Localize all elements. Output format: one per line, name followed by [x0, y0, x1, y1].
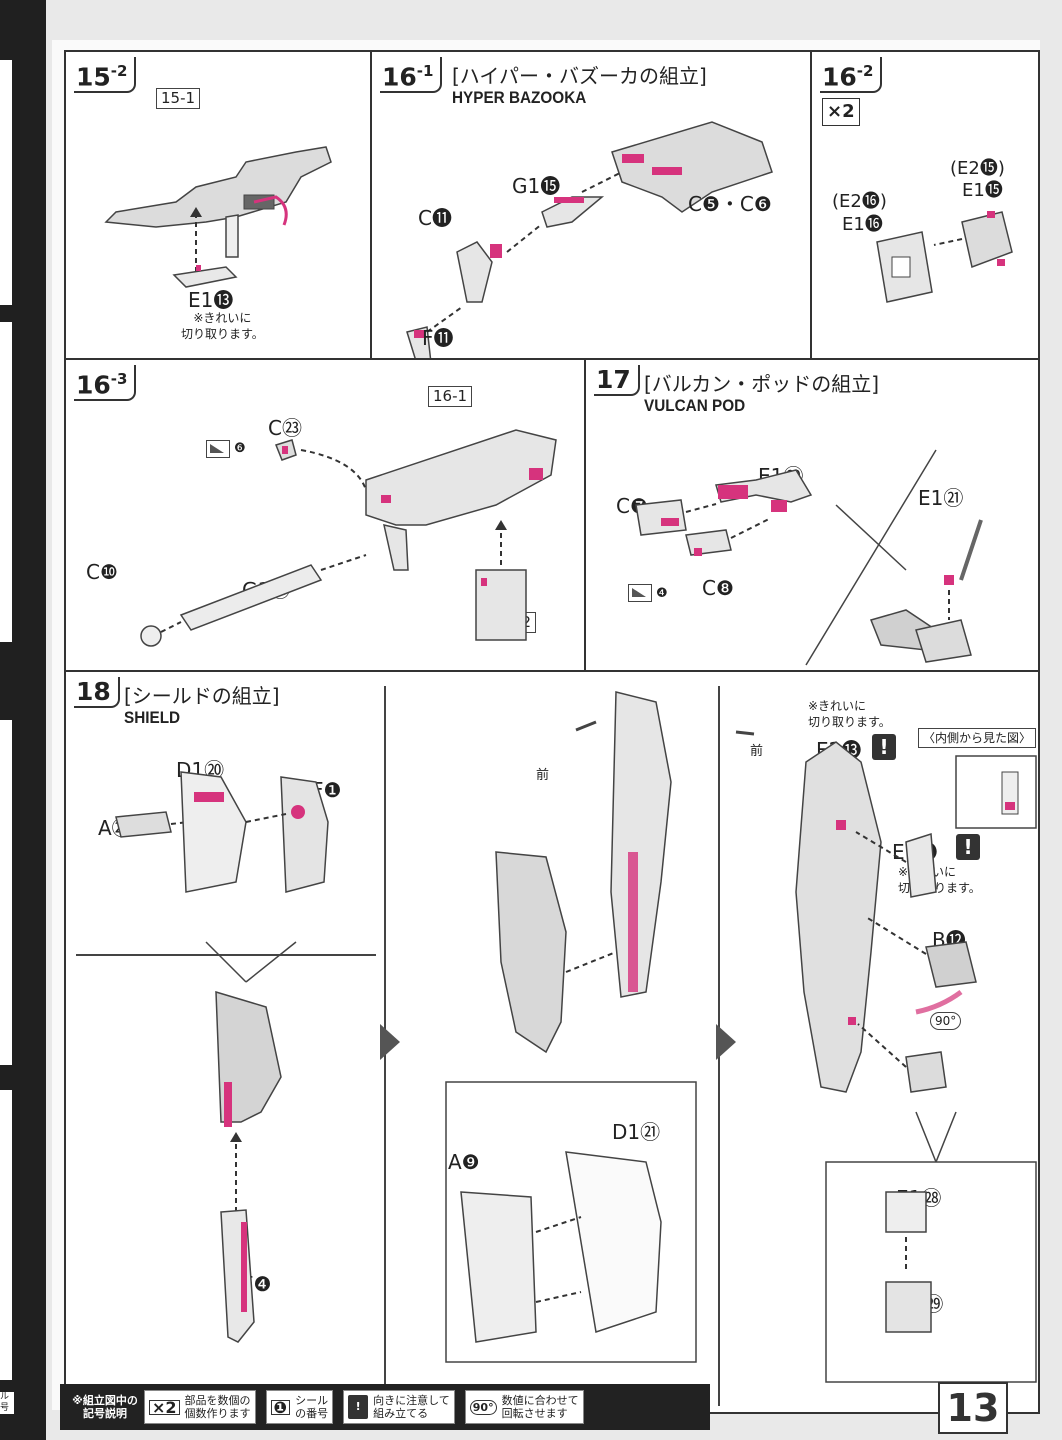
part-label: (E2⓯) — [950, 158, 1005, 179]
shield-assembly-illustration — [735, 730, 1037, 1383]
sticker-icon — [206, 440, 230, 458]
part-label: E1⓭ — [188, 288, 234, 312]
part-label: (E2⓰) — [832, 191, 887, 212]
step-title-en: VULCAN POD — [644, 396, 746, 415]
part-label: E1⓯ — [962, 180, 1003, 201]
front-indicator: 前 — [750, 744, 764, 759]
legend-box: !向きに注意して 組み立てる — [343, 1390, 455, 1424]
legend-text: 部品を数個の 個数作ります — [184, 1394, 251, 1420]
cutting-note: ※きれいに 切り取ります。 — [181, 311, 264, 341]
prev-page-edge — [0, 322, 12, 642]
legend-item: !向きに注意して 組み立てる — [343, 1390, 455, 1424]
part-label: A❾ — [448, 1150, 480, 1174]
part-label: C㉓ — [268, 416, 302, 440]
step-16-1-panel: 16-1 [ハイパー・バズーカの組立] HYPER BAZOOKA G1⓯ C⓫… — [370, 50, 812, 375]
part-label: F⓫ — [422, 326, 454, 350]
legend-text: 数値に合わせて 回転させます — [501, 1394, 579, 1420]
cutting-note: ※きれいに 切り取ります。 — [808, 699, 891, 729]
sticker-number: ❹ — [656, 586, 668, 601]
make-two-icon: ×2 — [149, 1399, 180, 1415]
reference-tag: 16-1 — [428, 386, 473, 407]
step-16-3-panel: 16-3 16-1 16-2 ❻ C㉓ C❿ G1㉓ — [64, 358, 586, 672]
next-step-arrow — [716, 1024, 736, 1060]
manual-page: 15-2 15-1 E1⓭ ※きれいに 切り取ります。 16-1 [ハイパー・バ… — [52, 40, 1040, 1414]
caution-icon: ! — [872, 734, 896, 760]
part-label: C❺・C❻ — [688, 192, 772, 216]
step-18-panel: 18 [シールドの組立] SHIELD D1⑳ F❶ A㉒ F❹ — [64, 670, 1040, 1414]
section-divider — [76, 954, 376, 956]
reference-tag: 15-1 — [156, 88, 201, 109]
inside-view-label: 〈内側から見た図〉 — [918, 728, 1037, 748]
caution-icon: ! — [956, 834, 980, 860]
vulcan-pod-illustration — [635, 449, 983, 666]
sticker-icon — [628, 584, 652, 602]
bazooka-assembly-illustration — [140, 429, 557, 647]
step-number: 16-2 — [820, 57, 883, 94]
shield-back-illustration — [445, 691, 697, 1363]
step-title-ja: [ハイパー・バズーカの組立] — [452, 64, 707, 88]
part-label: C❿ — [86, 560, 118, 584]
page-number: 13 — [938, 1382, 1008, 1434]
part-label: C❽ — [702, 576, 734, 600]
rotate-icon: 90° — [469, 1399, 497, 1415]
legend-text: 向きに注意して 組み立てる — [373, 1394, 450, 1420]
step-number: 16-3 — [74, 365, 137, 402]
prev-page-edge — [0, 1090, 12, 1380]
part-label: D1㉑ — [612, 1120, 661, 1144]
part-label: G1⓯ — [512, 174, 561, 198]
step-title-ja: [シールドの組立] — [124, 684, 280, 708]
part-label: C⓫ — [418, 206, 452, 230]
part-label: E1⓰ — [842, 214, 883, 235]
part-label: E1㉑ — [918, 486, 964, 510]
step-title-en: HYPER BAZOOKA — [452, 88, 587, 107]
caution-icon: ! — [348, 1395, 369, 1419]
step-16-2-panel: 16-2 ×2 (E2⓯) E1⓯ (E2⓰) E1⓰ — [810, 50, 1040, 360]
step-number: 18 — [74, 677, 120, 708]
step-17-panel: 17 [バルカン・ポッドの組立] VULCAN POD E1⑳ E1㉑ C❼ C… — [584, 358, 1040, 672]
next-step-arrow — [380, 1024, 400, 1060]
legend-text: シール の番号 — [295, 1394, 329, 1420]
make-two-icon: ×2 — [822, 98, 860, 126]
step-number: 17 — [594, 365, 640, 396]
binding-spine: ル 号 — [0, 0, 46, 1440]
legend-title: ※組立図中の 記号説明 — [72, 1394, 138, 1420]
bazooka-illustration — [406, 121, 773, 375]
front-indicator: 前 — [536, 768, 550, 783]
legend-item: 90°数値に合わせて 回転させます — [464, 1390, 584, 1424]
sticker-number-icon: ❶ — [270, 1399, 291, 1415]
prev-page-edge — [0, 720, 12, 1065]
prev-page-label: ル 号 — [0, 1392, 14, 1414]
magazine-illustration — [876, 211, 1013, 303]
rotate-icon: 90° — [930, 1012, 962, 1030]
step-title-en: SHIELD — [124, 708, 181, 727]
step-number: 16-1 — [380, 57, 443, 94]
step-number: 15-2 — [74, 57, 137, 94]
shield-front-illustration — [115, 771, 329, 1343]
rifle-illustration — [104, 146, 332, 288]
step-title-ja: [バルカン・ポッドの組立] — [644, 372, 880, 396]
step-15-2-panel: 15-2 15-1 E1⓭ ※きれいに 切り取ります。 — [64, 50, 372, 360]
prev-page-edge — [0, 60, 12, 305]
legend-box: 90°数値に合わせて 回転させます — [464, 1390, 584, 1424]
sticker-number: ❻ — [234, 441, 246, 456]
